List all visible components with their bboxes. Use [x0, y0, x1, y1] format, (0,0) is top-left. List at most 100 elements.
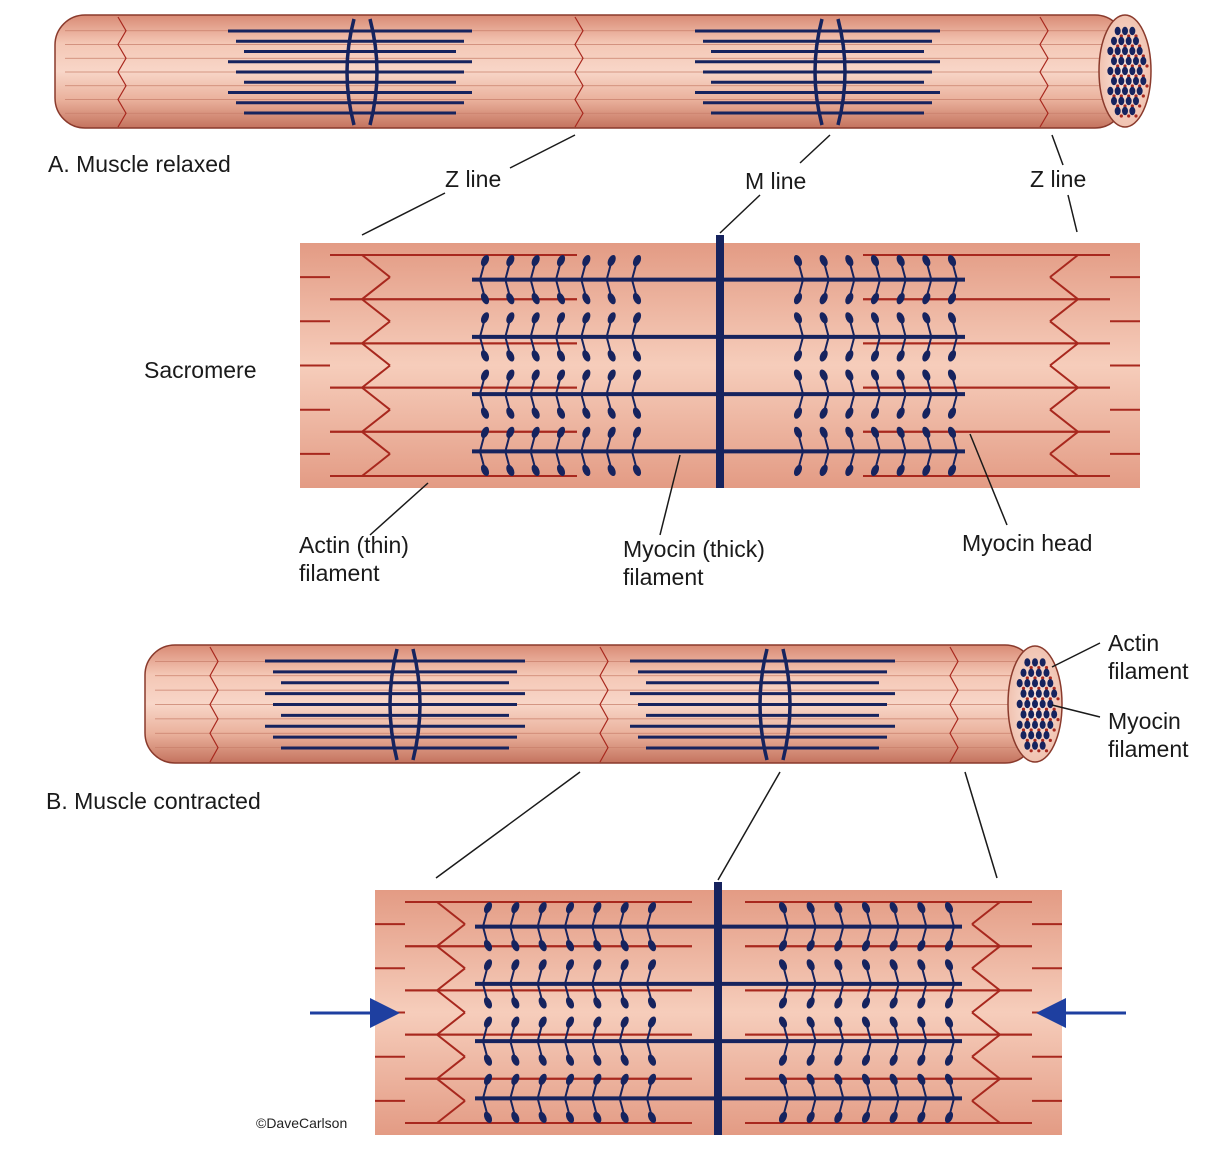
myosin-head: [582, 254, 591, 267]
myosin-dot: [1024, 720, 1031, 729]
myosin-head: [944, 1054, 954, 1066]
myosin-dot: [1028, 731, 1035, 740]
myosin-dot: [1114, 66, 1121, 76]
actin-dot: [1116, 44, 1120, 48]
myosin-head-neck: [949, 1040, 955, 1057]
myosin-head: [565, 939, 575, 952]
myosin-head: [845, 254, 854, 267]
myosin-head: [483, 997, 493, 1009]
myosin-head: [556, 464, 566, 477]
myosin-head-neck: [555, 393, 561, 410]
myosin-head-neck: [605, 264, 612, 280]
myosin-head-neck: [949, 1083, 955, 1099]
myosin-dot: [1047, 699, 1054, 709]
myosin-head-neck: [810, 1025, 817, 1042]
myosin-head-neck: [798, 336, 804, 353]
m-line-band: [388, 648, 422, 761]
myosin-head-neck: [555, 436, 561, 452]
actin-dot: [1048, 738, 1052, 743]
actin-filament-label-line1: Actin: [1108, 630, 1160, 656]
myosin-head: [593, 939, 602, 952]
myosin-dot: [1024, 679, 1031, 688]
actin-dot: [1127, 34, 1131, 38]
myosin-head: [793, 254, 803, 267]
myosin-filament-label-line1: Myocin: [1108, 708, 1181, 734]
myosin-head: [917, 939, 926, 952]
myosin-dot: [1035, 668, 1042, 677]
myosin-head: [870, 350, 880, 362]
m-line-label: M line: [745, 168, 807, 194]
myosin-dot: [1028, 710, 1035, 719]
myosin-head: [483, 959, 493, 971]
myosin-dot: [1024, 658, 1031, 667]
myosin-head: [582, 292, 591, 305]
myosin-head: [647, 959, 657, 971]
myosin-head-neck: [783, 1040, 789, 1057]
myosin-dot: [1020, 731, 1027, 740]
actin-dot: [1021, 686, 1026, 691]
actin-dot: [1141, 54, 1145, 58]
actin-dot: [1029, 707, 1033, 711]
myosin-head: [565, 1111, 575, 1124]
actin-dot: [1033, 697, 1037, 701]
myosin-head: [506, 464, 515, 477]
myosin-head: [511, 939, 520, 952]
myosin-head: [593, 1054, 602, 1066]
myosin-head-neck: [875, 264, 881, 280]
myosin-head-neck: [849, 378, 856, 395]
myosin-head: [480, 426, 490, 439]
myosin-head: [819, 464, 828, 477]
myosin-head: [531, 464, 540, 477]
myosin-head: [565, 1073, 575, 1086]
myosin-head-neck: [482, 1098, 488, 1114]
myosin-head-neck: [580, 378, 587, 395]
myosin-head-neck: [631, 393, 637, 410]
contracted-fiber-cross-section: [1016, 658, 1060, 753]
myosin-head-neck: [900, 436, 907, 452]
myosin-head: [506, 426, 515, 439]
myosin-dot: [1114, 86, 1121, 96]
myosin-dot: [1111, 96, 1117, 106]
myosin-head-neck: [646, 911, 652, 927]
myosin-head: [896, 464, 905, 477]
myosin-head-neck: [838, 968, 845, 985]
myosin-head-neck: [893, 1098, 900, 1114]
myosin-head: [607, 350, 616, 362]
myosin-dot: [1016, 699, 1023, 709]
myosin-head-neck: [921, 911, 928, 927]
myosin-head-neck: [798, 451, 804, 467]
myosin-head: [607, 369, 616, 381]
myosin-head-neck: [555, 378, 561, 395]
myosin-head-neck: [900, 393, 907, 410]
myosin-head: [607, 407, 616, 419]
myosin-head: [511, 959, 520, 971]
myosin-dot: [1043, 668, 1050, 677]
myosin-head: [870, 464, 880, 477]
myosin-head: [917, 959, 926, 971]
myosin-head-neck: [646, 983, 652, 1000]
myosin-head-neck: [783, 983, 789, 1000]
myosin-head-neck: [838, 1098, 845, 1114]
actin-dot: [1025, 718, 1029, 722]
myosin-head: [947, 464, 957, 477]
actin-dot: [1048, 697, 1052, 701]
actin-dot: [1134, 94, 1138, 98]
actin-dot: [1134, 74, 1138, 78]
myosin-dot: [1136, 66, 1143, 76]
myosin-head-neck: [810, 1040, 817, 1057]
myosin-head-neck: [504, 436, 511, 452]
myosin-head: [632, 407, 642, 419]
myosin-head: [607, 426, 616, 439]
myosin-dot: [1020, 710, 1027, 719]
myosin-head-neck: [952, 321, 958, 338]
myosin-head-neck: [646, 1040, 652, 1057]
myosin-dot: [1039, 658, 1046, 667]
myosin-head-neck: [509, 1083, 516, 1099]
myosin-dot: [1016, 679, 1023, 688]
myosin-head: [647, 997, 657, 1009]
myosin-head-neck: [509, 926, 516, 942]
myosin-head: [778, 1016, 788, 1028]
actin-dot: [1033, 738, 1037, 743]
actin-dot: [1052, 686, 1056, 691]
z-line-zigzag: [599, 646, 609, 763]
